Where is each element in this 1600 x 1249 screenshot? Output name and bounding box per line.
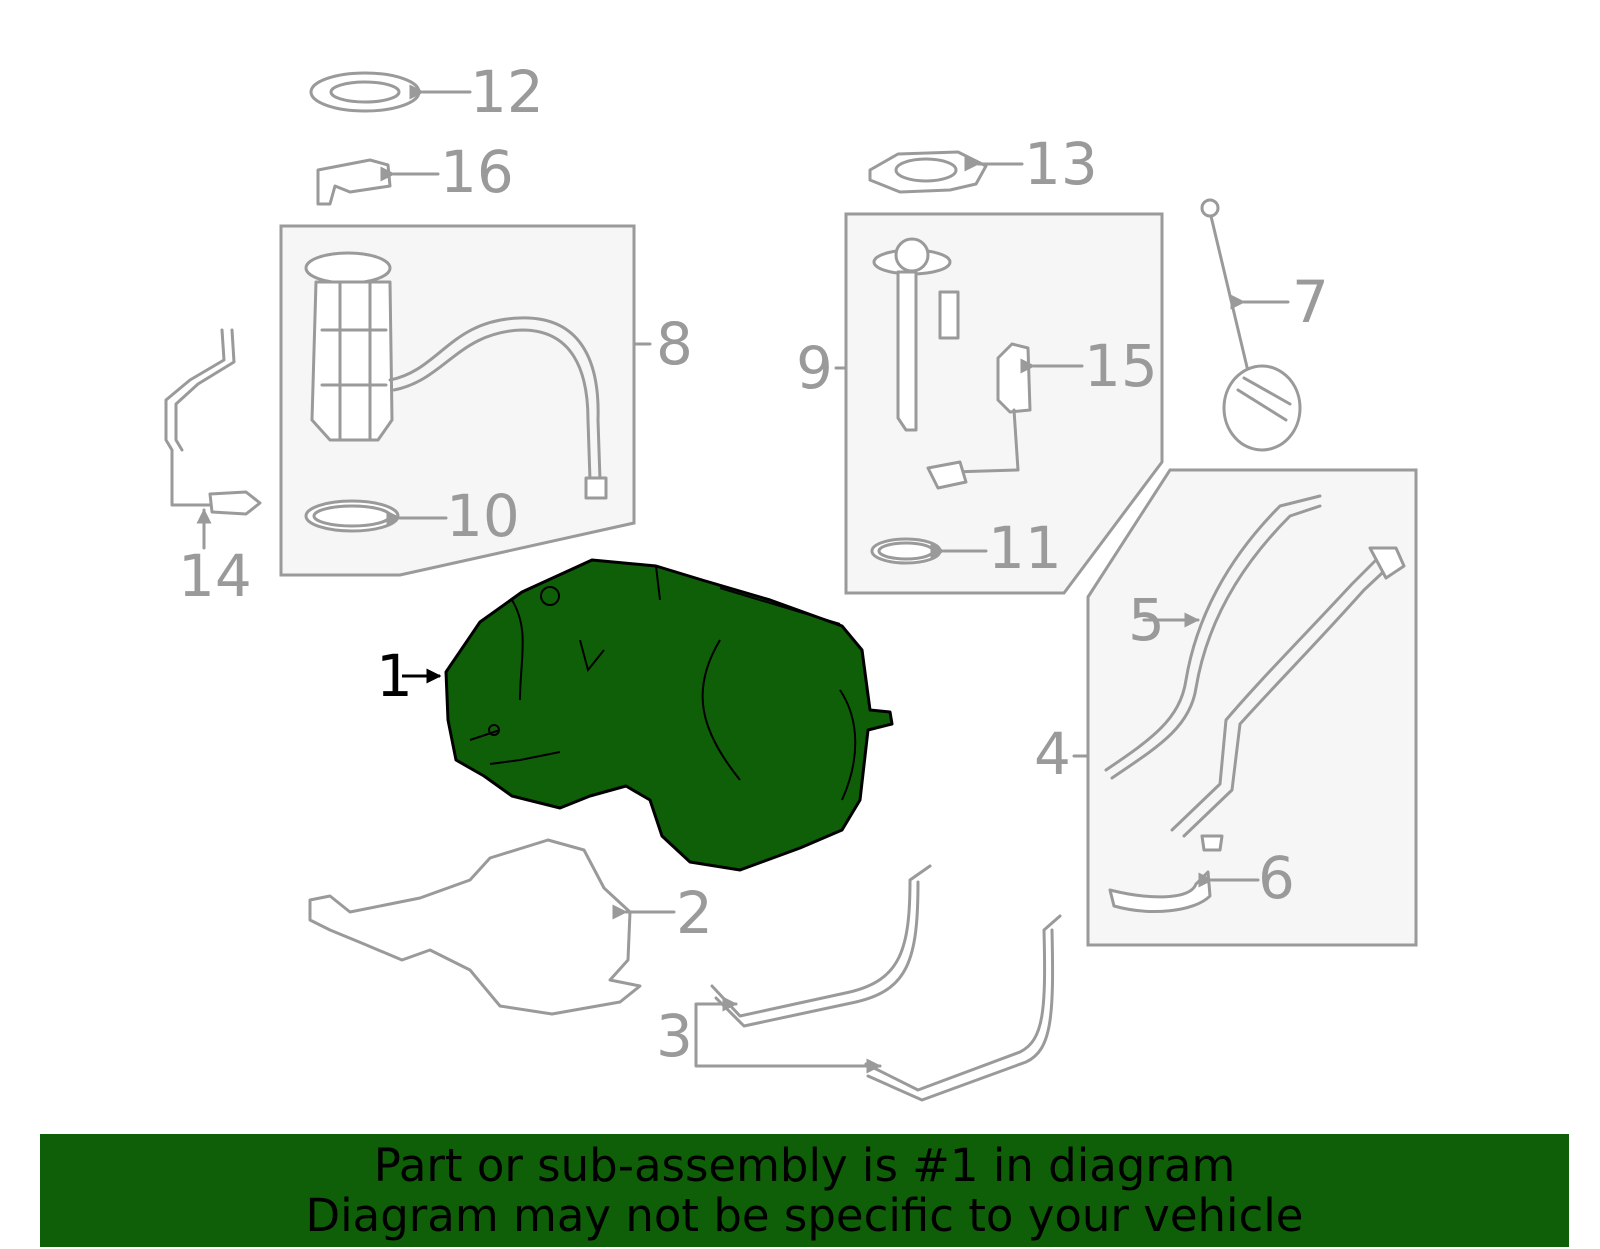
callout-1[interactable]: 1	[376, 642, 413, 710]
part-7-fuel-cap[interactable]	[1200, 198, 1302, 452]
callout-5[interactable]: 5	[1128, 586, 1165, 654]
filler-pipe-box-4	[1086, 468, 1418, 947]
callout-4[interactable]: 4	[1034, 720, 1071, 788]
part-9-fuel-level-sender[interactable]	[834, 237, 1032, 490]
banner-line-1: Part or sub-assembly is #1 in diagram	[373, 1139, 1236, 1192]
parts-diagram: 1 2 3 4 5 6 7 8 9 10 11 12 13 14 15 16	[164, 58, 1418, 1102]
part-10-o-ring[interactable]	[304, 499, 448, 533]
callout-13[interactable]: 13	[1024, 130, 1098, 198]
callout-15[interactable]: 15	[1084, 332, 1158, 400]
callout-6[interactable]: 6	[1258, 844, 1295, 912]
part-2-heat-shield[interactable]	[308, 838, 676, 1016]
callout-12[interactable]: 12	[470, 58, 544, 126]
part-1-fuel-tank[interactable]	[402, 558, 894, 872]
part-6-hose[interactable]	[1108, 834, 1260, 913]
callout-9[interactable]: 9	[796, 334, 833, 402]
banner-line-2: Diagram may not be specific to your vehi…	[305, 1189, 1304, 1242]
callout-10[interactable]: 10	[446, 482, 520, 550]
part-16-clip[interactable]	[316, 158, 440, 206]
filler-pipe[interactable]	[1170, 546, 1406, 838]
part-13-lock-ring[interactable]	[868, 150, 1024, 194]
part-14-harness[interactable]	[164, 328, 262, 550]
part-5-vent-hose[interactable]	[1104, 494, 1322, 780]
part-11-o-ring[interactable]	[870, 537, 988, 565]
part-8-fuel-pump-module[interactable]	[304, 251, 652, 500]
callout-8[interactable]: 8	[656, 310, 693, 378]
callout-3[interactable]: 3	[656, 1002, 693, 1070]
part-12-seal-ring[interactable]	[309, 71, 472, 113]
part-3-tank-straps[interactable]	[694, 864, 1062, 1102]
callout-11[interactable]: 11	[988, 514, 1062, 582]
info-banner: Part or sub-assembly is #1 in diagram Di…	[40, 1134, 1569, 1247]
callout-14[interactable]: 14	[178, 542, 252, 610]
callout-16[interactable]: 16	[440, 138, 514, 206]
callout-7[interactable]: 7	[1292, 268, 1329, 336]
callout-2[interactable]: 2	[676, 879, 713, 947]
